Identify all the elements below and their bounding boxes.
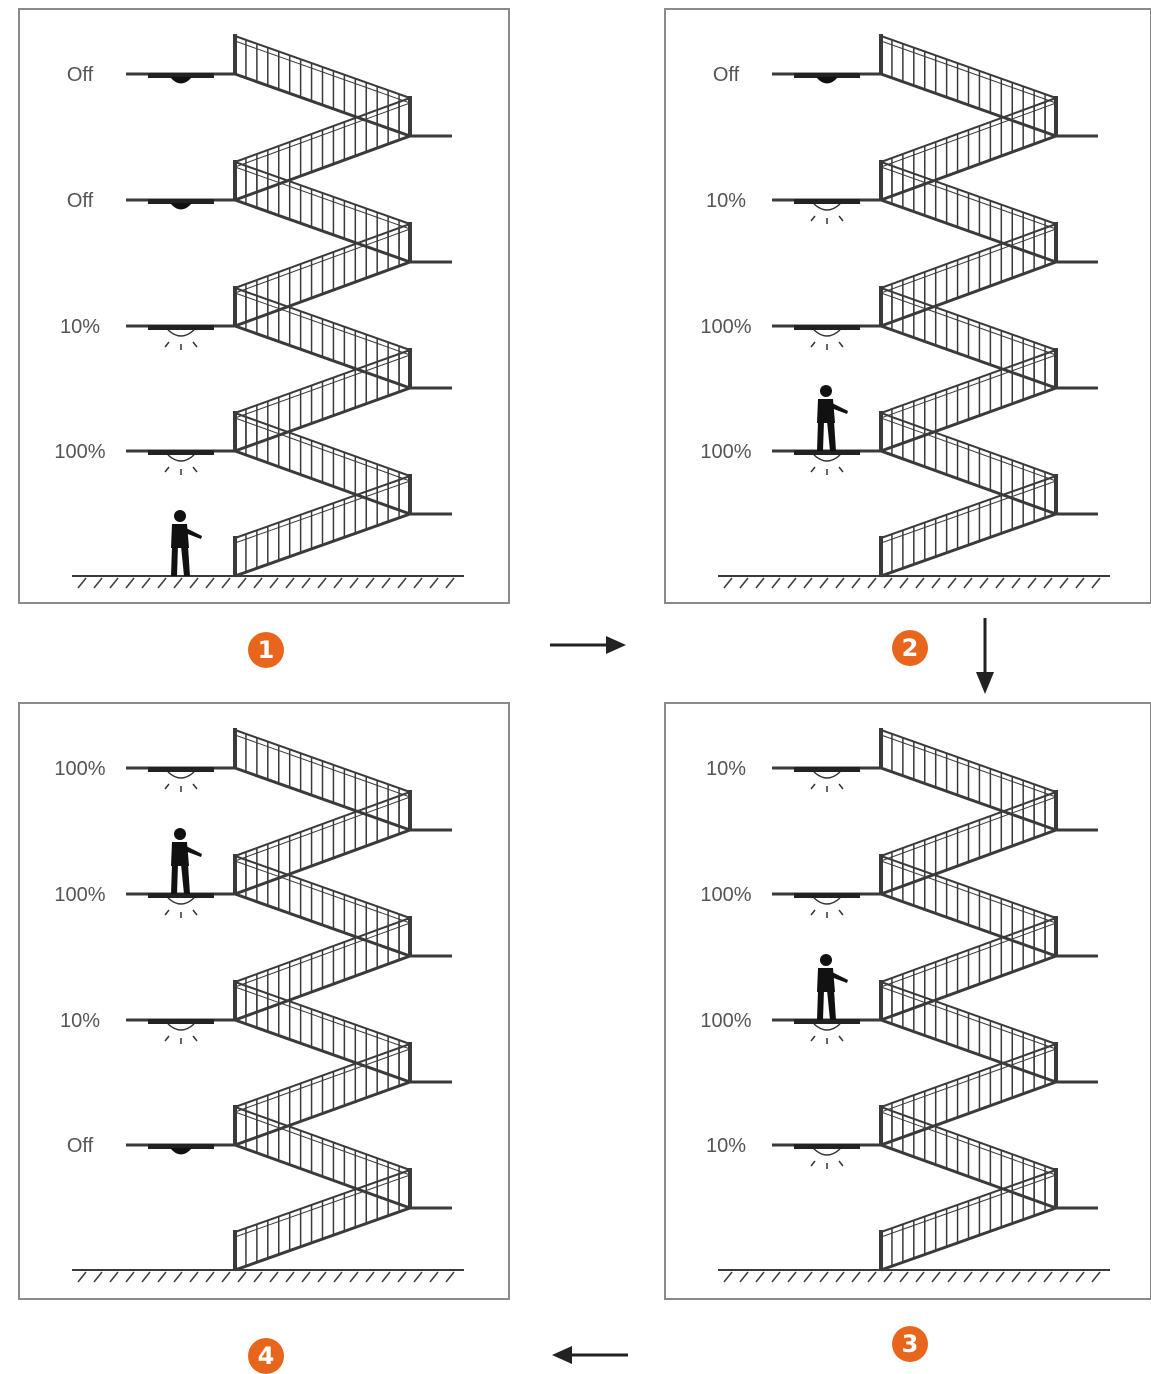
ceiling-lamp-icon (148, 199, 214, 210)
person-icon (817, 385, 848, 451)
stair-flight (880, 981, 1057, 1084)
landing-level-3: 100% (700, 316, 881, 350)
stair-flight (880, 917, 1057, 1022)
stair-flight (234, 223, 411, 328)
stair-flight (234, 97, 411, 202)
light-level-label: 10% (706, 190, 746, 212)
stair-flight (880, 475, 1057, 578)
stair-flight (880, 1169, 1057, 1272)
stair-flight (234, 1043, 411, 1147)
light-level-label: 10% (706, 1135, 746, 1157)
step-badge-2: 2 (892, 630, 928, 666)
stair-flight (234, 35, 411, 138)
stair-flight (234, 349, 411, 453)
stair-flight (880, 223, 1057, 328)
light-level-label: 100% (700, 1010, 751, 1032)
stair-flight (234, 1106, 411, 1210)
light-level-label: Off (67, 64, 94, 86)
landing-level-1: 100% (54, 758, 235, 792)
stair-flight (234, 475, 411, 578)
landing-level-2: 10% (706, 190, 881, 224)
arrow-left-icon (552, 1346, 628, 1364)
landing-level-2: 100% (700, 884, 881, 918)
light-level-label: 10% (60, 1010, 100, 1032)
stair-flight (234, 917, 411, 1022)
landing-level-2: Off (67, 190, 235, 212)
light-level-label: 100% (700, 316, 751, 338)
arrow-right-icon (550, 636, 626, 654)
landing-level-4: 10% (706, 1135, 881, 1169)
person-icon (171, 828, 202, 894)
stair-flight (880, 412, 1057, 516)
stair-flight (234, 855, 411, 958)
ceiling-lamp-icon (148, 1019, 214, 1044)
stair-flight (880, 161, 1057, 264)
stair-flight (880, 349, 1057, 453)
landing-level-1: Off (67, 64, 235, 86)
panel-step-3: 10% 100% 100% 10% (664, 702, 1151, 1300)
stair-flight (234, 161, 411, 264)
light-level-label: 100% (700, 884, 751, 906)
ceiling-lamp-icon (794, 450, 860, 475)
stair-flight (234, 729, 411, 832)
panel-step-2: Off 10% 100% 100% (664, 8, 1151, 604)
stair-flight (880, 287, 1057, 390)
ceiling-lamp-icon (794, 1144, 860, 1169)
stair-flight (880, 791, 1057, 896)
landing-level-3: 100% (700, 1010, 881, 1044)
arrow-down-icon (976, 618, 994, 694)
ceiling-lamp-icon (794, 893, 860, 918)
stairwell-diagram-2: Off 10% 100% 100% (700, 34, 1110, 589)
landing-level-4: 100% (700, 441, 881, 475)
person-icon (171, 510, 202, 576)
light-level-label: 100% (700, 441, 751, 463)
ceiling-lamp-icon (148, 1144, 214, 1155)
stair-flight (234, 1169, 411, 1272)
step-badge-3: 3 (892, 1326, 928, 1362)
step-badge-4: 4 (248, 1338, 284, 1374)
stair-flight (880, 729, 1057, 832)
ceiling-lamp-icon (148, 767, 214, 792)
light-level-label: Off (713, 64, 740, 86)
stair-flight (880, 97, 1057, 202)
stairwell-diagram-3: 10% 100% 100% 10% (700, 728, 1110, 1283)
stair-flight (880, 1106, 1057, 1210)
light-level-label: 100% (54, 441, 105, 463)
landing-level-2: 100% (54, 884, 235, 918)
stairwell-diagram-4: 100% 100% 10% Off (54, 728, 464, 1283)
stair-flight (880, 855, 1057, 958)
panel-step-4: 100% 100% 10% Off (18, 702, 510, 1300)
landing-level-4: 100% (54, 441, 235, 475)
ceiling-lamp-icon (148, 450, 214, 475)
stair-flight (234, 981, 411, 1084)
person-icon (817, 954, 848, 1020)
light-level-label: 100% (54, 884, 105, 906)
ceiling-lamp-icon (794, 1019, 860, 1044)
stair-flight (234, 791, 411, 896)
stair-flight (880, 35, 1057, 138)
light-level-label: 10% (706, 758, 746, 780)
light-level-label: 100% (54, 758, 105, 780)
ceiling-lamp-icon (148, 325, 214, 350)
light-level-label: Off (67, 190, 94, 212)
landing-level-1: 10% (706, 758, 881, 792)
ceiling-lamp-icon (794, 767, 860, 792)
light-level-label: 10% (60, 316, 100, 338)
landing-level-3: 10% (60, 1010, 235, 1044)
ceiling-lamp-icon (148, 73, 214, 84)
ceiling-lamp-icon (794, 73, 860, 84)
stair-flight (234, 287, 411, 390)
stair-flight (880, 1043, 1057, 1147)
ceiling-lamp-icon (148, 893, 214, 918)
ceiling-lamp-icon (794, 325, 860, 350)
ceiling-lamp-icon (794, 199, 860, 224)
stair-flight (234, 412, 411, 516)
step-badge-1: 1 (248, 632, 284, 668)
landing-level-1: Off (713, 64, 881, 86)
landing-level-3: 10% (60, 316, 235, 350)
light-level-label: Off (67, 1135, 94, 1157)
landing-level-4: Off (67, 1135, 235, 1157)
